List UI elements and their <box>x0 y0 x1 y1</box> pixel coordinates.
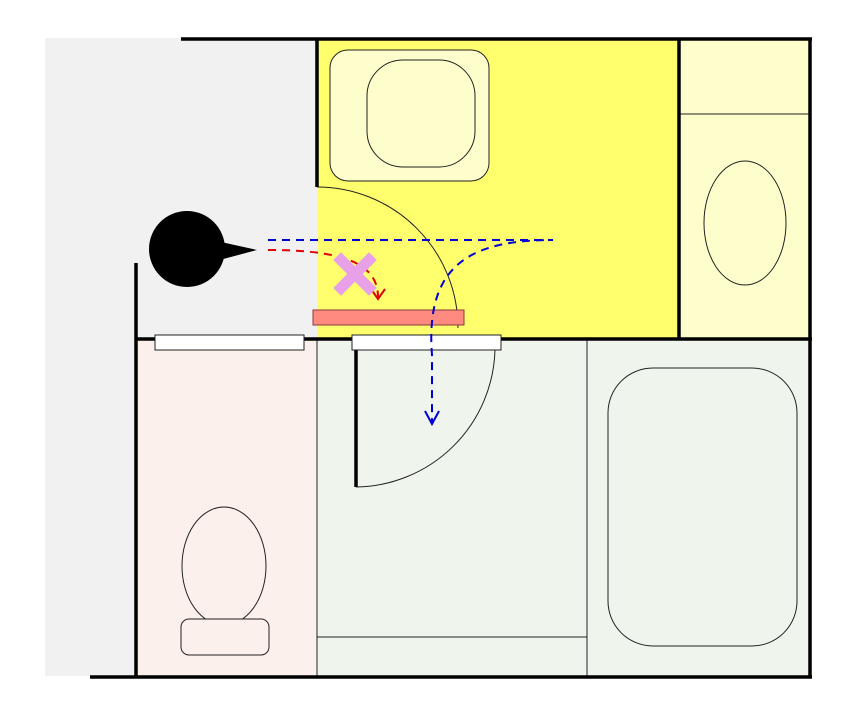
bathtub <box>607 367 798 647</box>
kitchen-door-swing <box>316 186 459 329</box>
open-route-arrow <box>268 239 554 422</box>
bathroom-door-swing <box>355 349 496 488</box>
toilet-tank <box>180 618 270 656</box>
wash-basin <box>703 160 787 286</box>
toilet <box>180 506 270 656</box>
person-facing-pointer <box>212 240 257 262</box>
routes <box>267 239 554 427</box>
blocking-door-bar <box>312 309 465 326</box>
toilet-room-door[interactable] <box>154 334 305 351</box>
person-viewpoint-icon <box>149 211 257 287</box>
x-mark-stroke-b <box>333 252 377 296</box>
open-route-arrowhead <box>424 410 440 427</box>
sink-basin <box>366 59 476 168</box>
person-head <box>149 211 225 287</box>
bathroom-door[interactable] <box>351 334 502 351</box>
blocked-route-arrowhead <box>370 288 386 301</box>
kitchen-sink <box>329 49 490 182</box>
toilet-bowl <box>181 506 267 626</box>
x-mark <box>333 252 377 296</box>
